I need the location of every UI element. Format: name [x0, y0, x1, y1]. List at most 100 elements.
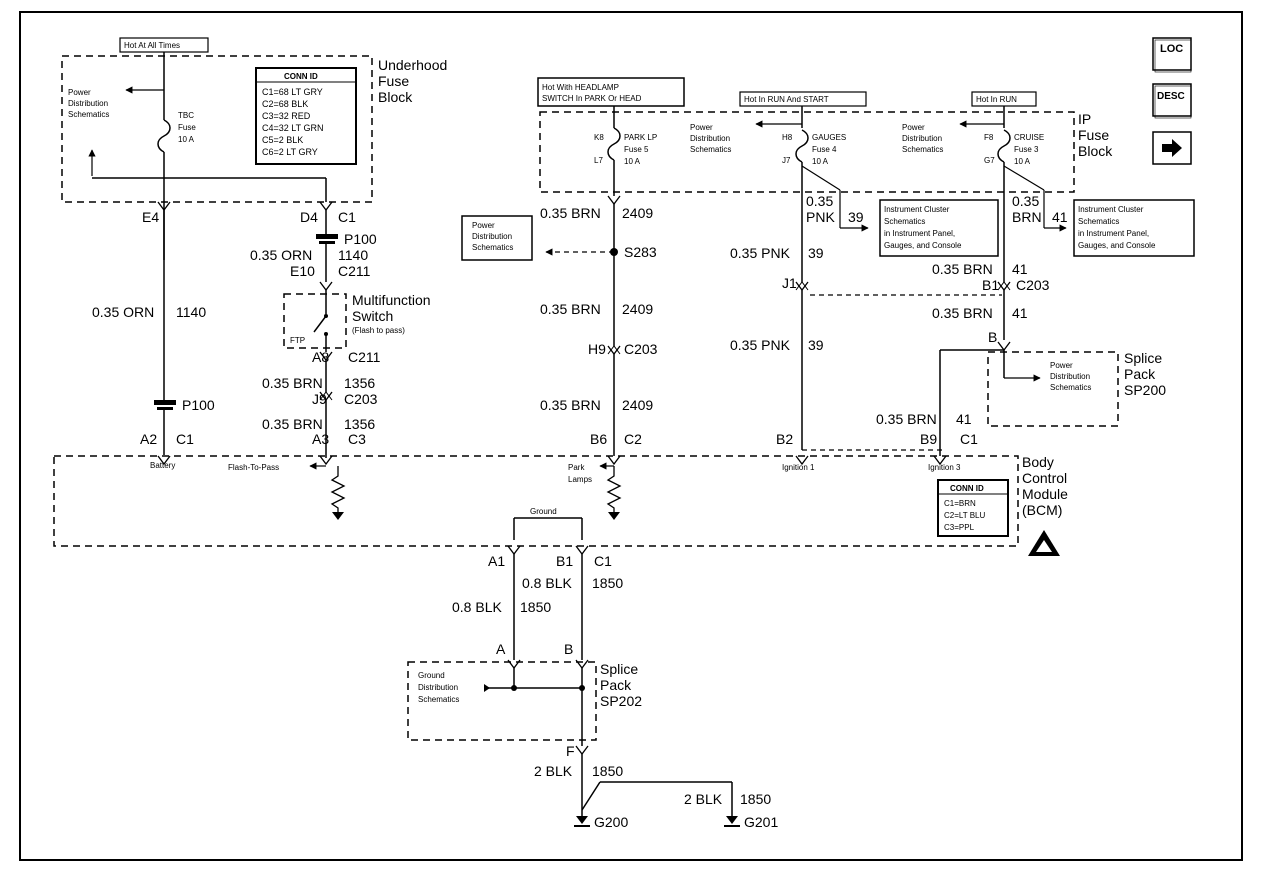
pin-g7: G7: [984, 156, 995, 165]
bcm-title-2: Control: [1022, 470, 1067, 486]
wire-brn-2409-c: 0.35 BRN: [540, 397, 601, 413]
gauges-cluster-3: in Instrument Panel,: [884, 229, 955, 238]
p100-label-a: P100: [344, 231, 377, 247]
wire-brn-2409-a: 0.35 BRN: [540, 205, 601, 221]
bcm-park-lamps-2: Lamps: [568, 475, 592, 484]
bcm-title-1: Body: [1022, 454, 1054, 470]
bcm-conn-2: C2=LT BLU: [944, 511, 986, 520]
wire-brn-1356-b: 0.35 BRN: [262, 416, 323, 432]
gauges-cluster-2: Schematics: [884, 217, 925, 226]
ip-fuse-block-box: [539, 111, 1075, 193]
gd-arrow-icon: [484, 684, 490, 692]
pin-j9: J9: [312, 391, 327, 407]
pin-h9: H9: [588, 341, 606, 357]
sp200-title-1: Splice: [1124, 350, 1162, 366]
tbc-label-1: TBC: [178, 111, 194, 120]
pin-e4: E4: [142, 209, 159, 225]
conn-c211-upper: C211: [338, 263, 371, 279]
pin-f: F: [566, 743, 575, 759]
gauges-pd-1: Power: [690, 123, 713, 132]
bcm-conn-id-box: [937, 479, 1009, 537]
uh-conn-title: CONN ID: [284, 72, 318, 81]
num-2409-b: 2409: [622, 301, 653, 317]
park-pullup-resistor: [606, 466, 622, 512]
wire-2blk-b: 2 BLK: [684, 791, 723, 807]
uh-conn-3: C3=32 RED: [262, 111, 311, 121]
uh-conn-6: C6=2 LT GRY: [262, 147, 318, 157]
num-1850-b: 1850: [592, 575, 623, 591]
wire-pnk-top-1: 0.35: [806, 193, 833, 209]
uh-power-dist-2: Distribution: [68, 99, 108, 108]
mfs-title-1: Multifunction: [352, 292, 431, 308]
wire-brn-top-2: BRN: [1012, 209, 1042, 225]
hot-headlamp-2: SWITCH In PARK Or HEAD: [542, 94, 642, 103]
sp200-pd-3: Schematics: [1050, 383, 1091, 392]
wire-2blk-a: 2 BLK: [534, 763, 573, 779]
num-1850-a: 1850: [520, 599, 551, 615]
loc-label: LOC: [1160, 43, 1183, 55]
g201-label: G201: [744, 814, 778, 830]
pin-d4: D4: [300, 209, 318, 225]
bcm-box: [53, 455, 1019, 547]
pin-b9: B9: [920, 431, 937, 447]
uh-conn-5: C5=2 BLK: [262, 135, 303, 145]
bcm-conn-3: C3=PPL: [944, 523, 975, 532]
ftp-ground-icon: [332, 512, 344, 520]
gauges-fuse-symbol: [795, 129, 809, 163]
pin-e10: E10: [290, 263, 315, 279]
uh-power-dist-1: Power: [68, 88, 91, 97]
hot-headlamp-box: [537, 77, 685, 107]
tbc-label-2: Fuse: [178, 123, 196, 132]
wire-orn-upper: 0.35 ORN: [250, 247, 312, 263]
num-1850-d: 1850: [740, 791, 771, 807]
underhood-title-1: Underhood: [378, 57, 447, 73]
ftp-switch-contact: [313, 315, 327, 333]
cruise-cluster-3: in Instrument Panel,: [1078, 229, 1149, 238]
park-fuse-1: PARK LP: [624, 133, 657, 142]
splice-s283-label: S283: [624, 244, 657, 260]
wire-brn-41-b: 0.35 BRN: [932, 305, 993, 321]
desc-button[interactable]: DESC: [1152, 83, 1192, 119]
hot-headlamp-1: Hot With HEADLAMP: [542, 83, 619, 92]
p100-label-b: P100: [182, 397, 215, 413]
pin-j1: J1: [782, 275, 797, 291]
wire-blk-1850-b: 0.8 BLK: [522, 575, 572, 591]
wire-1140-upper: 1140: [338, 247, 368, 263]
p100-connector-b: [154, 400, 176, 405]
ip-title-3: Block: [1078, 143, 1113, 159]
cruise-cluster-2: Schematics: [1078, 217, 1119, 226]
g201-ground-icon: [724, 816, 740, 827]
multifunction-switch-box: [283, 293, 347, 349]
bcm-ground-label: Ground: [530, 507, 557, 516]
conn-c203-mfs: C203: [344, 391, 378, 407]
ftp-pullup-resistor: [330, 466, 346, 512]
gauges-pd-3: Schematics: [690, 145, 731, 154]
num-39-b: 39: [808, 337, 824, 353]
pin-b6: B6: [590, 431, 607, 447]
cruise-fuse-1: CRUISE: [1014, 133, 1044, 142]
wire-brn-41-a: 0.35 BRN: [932, 261, 993, 277]
cruise-pd-2: Distribution: [902, 134, 942, 143]
sp200-pd-2: Distribution: [1050, 372, 1090, 381]
next-button[interactable]: [1152, 131, 1192, 165]
bcm-conn-1: C1=BRN: [944, 499, 976, 508]
gd-label-2: Distribution: [418, 683, 458, 692]
wire-blk-1850-a: 0.8 BLK: [452, 599, 502, 615]
gauges-pd-2: Distribution: [690, 134, 730, 143]
pin-b1-cruise: B1: [982, 277, 999, 293]
bcm-battery-label: Battery: [150, 461, 175, 470]
wire-1140-main: 1140: [176, 304, 206, 320]
park-pd-1: Power: [472, 221, 495, 230]
desc-label: DESC: [1157, 91, 1185, 102]
conn-c1-underhood: C1: [338, 209, 356, 225]
loc-button[interactable]: LOC: [1152, 37, 1192, 73]
wire-brn-2409-b: 0.35 BRN: [540, 301, 601, 317]
hot-at-all-times-label: Hot At All Times: [124, 41, 180, 50]
ftp-label: FTP: [290, 336, 305, 345]
conn-c1-cruise: C1: [960, 431, 978, 447]
gauges-cluster-1: Instrument Cluster: [884, 205, 950, 214]
num-41-top: 41: [1052, 209, 1068, 225]
conn-c211-lower: C211: [348, 349, 381, 365]
mfs-title-2: Switch: [352, 308, 393, 324]
